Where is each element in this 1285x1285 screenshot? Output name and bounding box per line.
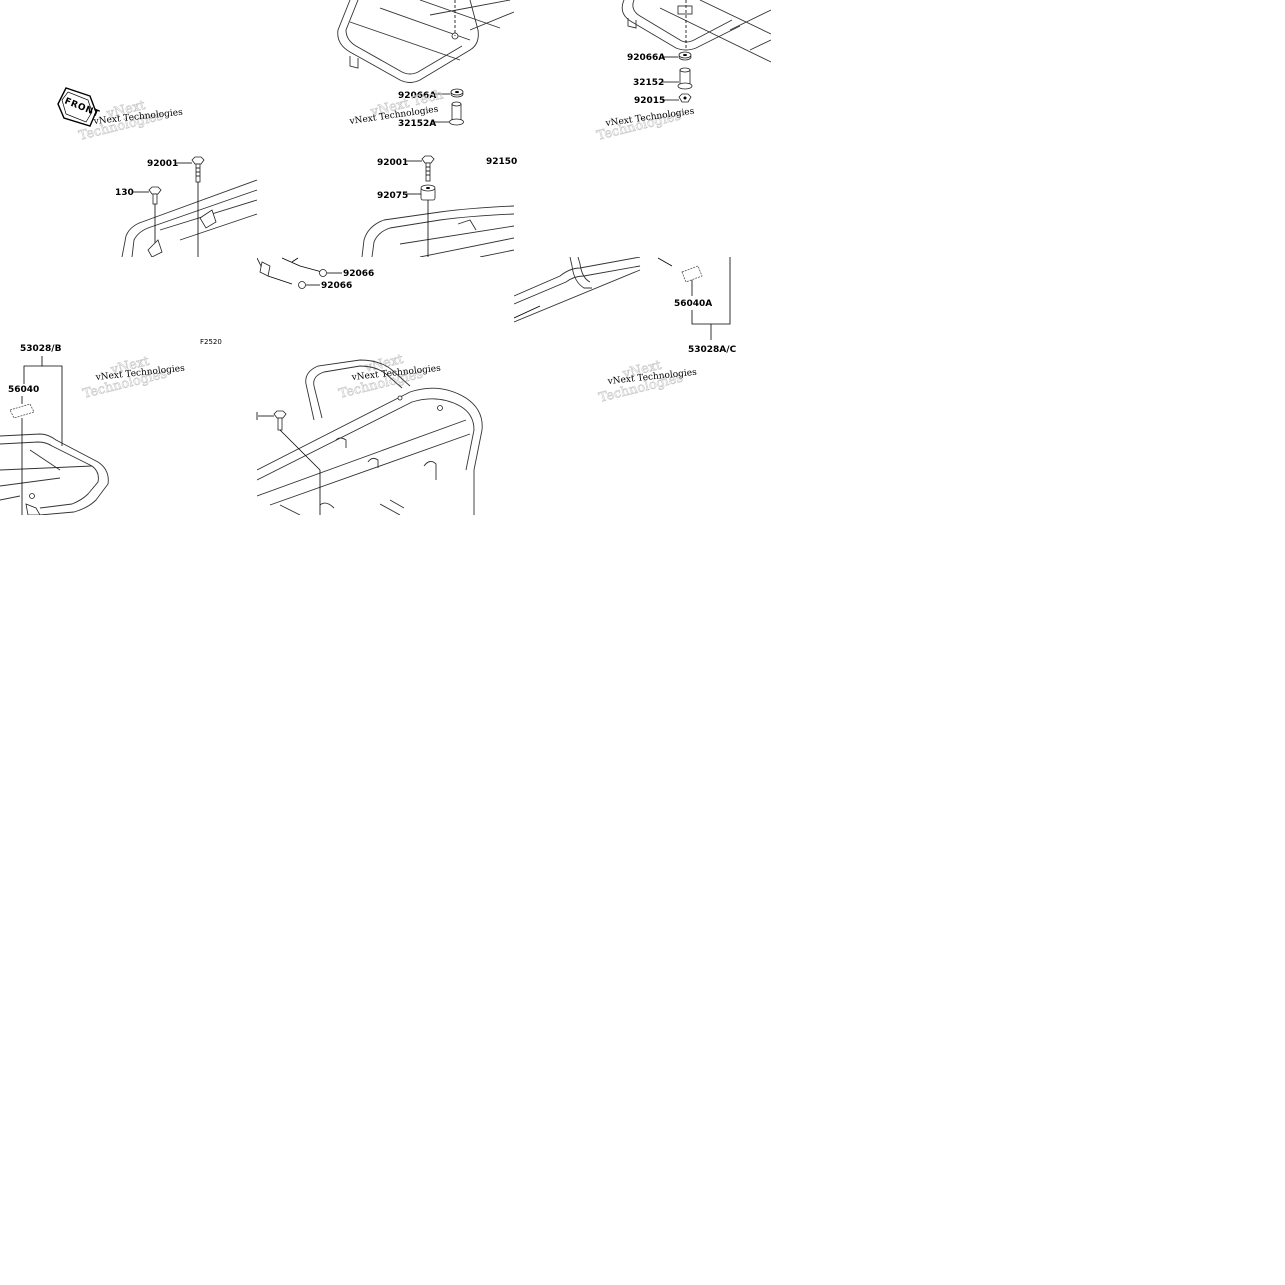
rack-view-bottom-middle (257, 359, 483, 515)
label-130: 130 (115, 188, 134, 198)
bolt-92001-middle (421, 155, 435, 182)
bolt-92001-left (191, 156, 205, 183)
label-32152a: 32152A (398, 119, 436, 129)
bushing-92066a-top (450, 88, 464, 98)
rack-view-right (514, 257, 673, 323)
bolt-bottom-middle (256, 410, 287, 431)
collar-32152 (677, 67, 693, 90)
label-92066-lower: 92066 (321, 281, 352, 291)
label-92001-left: 92001 (147, 159, 178, 169)
collar-32152a (449, 101, 464, 126)
label-56040: 56040 (8, 385, 39, 395)
watermark: Technologies vNext vNext Technologies (597, 357, 698, 406)
label-92066a-right: 92066A (627, 53, 665, 63)
label-92066a-top: 92066A (398, 91, 436, 101)
rack-view-top-right (621, 0, 771, 63)
bolt-fragment (257, 257, 323, 285)
bracket-53028b (23, 356, 63, 446)
bushing-92066a-right (678, 51, 692, 61)
decal-56040a (681, 265, 703, 283)
decal-56040 (9, 403, 35, 419)
label-92150: 92150 (486, 157, 517, 167)
watermark: Technologies vNext Technologies (595, 107, 695, 145)
rack-view-bottom-left (0, 418, 109, 515)
label-53028ac: 53028A/C (688, 345, 737, 355)
washer-92066-lower (298, 281, 306, 289)
label-92066-upper: 92066 (343, 269, 374, 279)
front-direction-arrow: FRONT (57, 87, 101, 127)
washer-92066-upper (319, 269, 327, 277)
rack-view-left (121, 179, 257, 257)
rack-view-middle (361, 200, 514, 257)
watermark: Technologies vNext vNext Technologies (81, 353, 186, 402)
bolt-130 (148, 186, 162, 205)
bracket-53028ac (691, 257, 731, 340)
label-32152: 32152 (633, 78, 664, 88)
label-92075: 92075 (377, 191, 408, 201)
label-56040a: 56040A (674, 299, 712, 309)
collar-92075 (420, 184, 436, 201)
figure-code: F2520 (200, 338, 222, 346)
label-53028b: 53028/B (20, 344, 62, 354)
label-92015: 92015 (634, 96, 665, 106)
label-92001-middle: 92001 (377, 158, 408, 168)
nut-92015 (678, 93, 692, 103)
rack-view-top-middle (337, 0, 514, 83)
